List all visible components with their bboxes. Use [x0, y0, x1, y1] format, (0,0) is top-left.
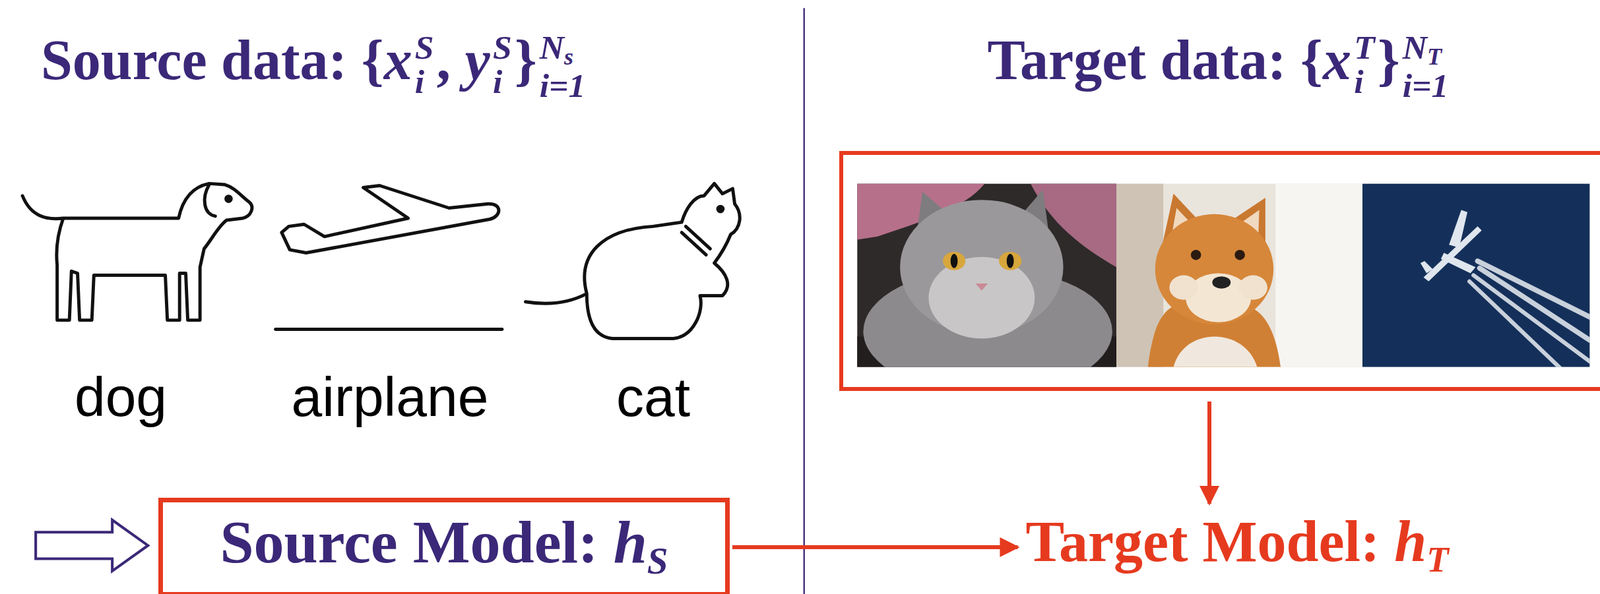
dog-photo-part: [1173, 336, 1258, 367]
flow-arrow: [1207, 401, 1212, 505]
cat-photo-part: [998, 252, 1022, 271]
dog-photo-part: [1275, 183, 1362, 367]
dog-icon: [22, 183, 253, 320]
dog-photo-part: [1212, 276, 1231, 289]
script-stack: NTi=1: [1402, 30, 1449, 103]
math-text: Source Model:: [219, 508, 598, 576]
script-row: i: [415, 64, 425, 99]
airplane-icon: [275, 185, 503, 330]
cat-icon-part: [681, 232, 706, 256]
script-stack: Ti: [1353, 30, 1376, 99]
image-frame: Target data: {xTi}NTi=1: [839, 151, 1600, 392]
airplane-photo-part-part: [1448, 210, 1468, 249]
script-row: S: [415, 30, 435, 65]
cat-photo-part: [928, 257, 1035, 340]
airplane-photo: [1362, 183, 1591, 367]
node-text: Target Model:hT: [1025, 513, 1449, 579]
class-label: airplane: [291, 369, 489, 425]
math-text: S: [415, 28, 435, 66]
cat-icon-part: [717, 206, 724, 212]
cat-icon: [525, 183, 740, 339]
math-text: T: [1426, 539, 1449, 580]
math-text: i: [1353, 62, 1364, 101]
airplane-photo-part-part: [1473, 275, 1590, 364]
math-text: i: [492, 62, 503, 101]
cat-photo-part: [942, 252, 966, 271]
script-row: i: [1353, 64, 1364, 99]
math-text: ,: [436, 28, 452, 92]
math-text: T: [1353, 28, 1376, 66]
math-text: Target Model:: [1025, 510, 1380, 575]
math-text: S: [647, 540, 669, 582]
script-row: i=1: [1402, 68, 1449, 103]
airplane-icon-part: [275, 327, 503, 332]
airplane-photo-part: [1420, 210, 1482, 282]
math-text: }: [514, 28, 538, 92]
script-row: NT: [1402, 30, 1442, 69]
math-text: x: [384, 28, 413, 92]
divider-line: [803, 7, 805, 594]
airplane-photo-part-part: [1420, 261, 1434, 274]
math-text: }: [1377, 28, 1401, 92]
airplane-photo-part-part: [1469, 281, 1562, 368]
script-row: i: [492, 64, 503, 99]
cat-photo-part: [1006, 254, 1015, 269]
script-row: i=1: [539, 68, 586, 103]
math-text: Target data: {: [987, 28, 1323, 92]
source-title: Source data: {xSi,ySi}Nsi=1: [40, 26, 588, 103]
dog-photo-part: [1169, 275, 1198, 301]
cat-photo: [857, 183, 1117, 367]
script-row: S: [492, 30, 512, 65]
math-text: y: [465, 28, 491, 92]
math-text: S: [492, 28, 512, 66]
model-label: Target Model:hT: [1021, 509, 1453, 583]
dog-icon-part: [204, 184, 216, 217]
dog-photo: [1116, 183, 1363, 367]
cat-photo-part: [975, 283, 989, 291]
class-label: dog: [74, 369, 167, 425]
dog-photo-part: [1155, 214, 1274, 325]
math-text: i=1: [539, 66, 586, 105]
hollow-arrow: [35, 520, 148, 572]
node-text: Source Model:hS: [219, 509, 668, 583]
dog-icon-part: [226, 196, 232, 202]
airplane-photo-part-part: [1440, 253, 1476, 274]
script-stack: Si: [492, 30, 512, 99]
math-text: T: [1427, 43, 1442, 70]
node-text: Target data: {xTi}NTi=1: [843, 26, 1596, 103]
dog-photo-part: [1190, 250, 1201, 260]
math-text: h: [613, 508, 648, 576]
flow-arrow: [732, 545, 1018, 550]
cat-icon-part: [525, 183, 740, 339]
script-row: Ns: [539, 30, 574, 69]
script-row: T: [1353, 30, 1376, 65]
model-box: Source Model:hS: [158, 498, 730, 594]
math-text: i=1: [1402, 66, 1449, 105]
airplane-photo-part: [1469, 261, 1590, 368]
script-stack: Nsi=1: [539, 30, 586, 103]
dog-photo-part: [1239, 275, 1268, 301]
class-label: cat: [616, 369, 691, 425]
math-text: s: [564, 43, 574, 70]
math-text: x: [1322, 28, 1352, 92]
airplane-icon-part: [281, 185, 499, 253]
dog-icon-part: [22, 183, 253, 320]
math-text: N: [1402, 28, 1428, 66]
dog-photo-part: [1234, 250, 1245, 260]
dog-photo-part: [1116, 183, 1363, 367]
cat-photo-part: [950, 254, 959, 269]
math-text: i: [415, 62, 425, 101]
math-text: h: [1394, 510, 1427, 575]
math-text: Source data: {: [40, 28, 384, 92]
script-stack: Si: [415, 30, 435, 99]
dog-photo-part: [1185, 273, 1251, 322]
math-text: N: [539, 28, 565, 66]
